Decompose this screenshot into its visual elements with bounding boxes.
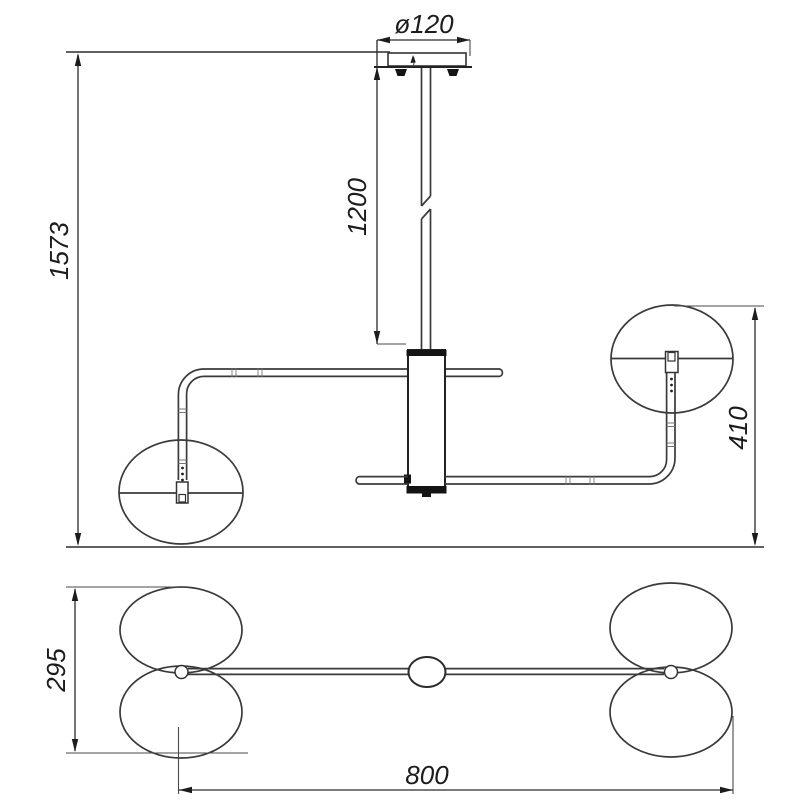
plan-pivot-left [174, 664, 189, 680]
lower-arm-outer-line [445, 373, 676, 485]
arrow-down-icon [74, 533, 82, 546]
dimension-plan-length: 800 [177, 716, 734, 794]
globe-drop-label: 410 [723, 406, 753, 450]
arrow-up-icon [74, 53, 82, 66]
arm-joint-ticks [231, 368, 263, 377]
socket-detail [178, 493, 187, 503]
lower-arm [355, 373, 676, 485]
arrow-left-icon [377, 36, 390, 44]
plan-central-hub [407, 656, 447, 688]
right-globe [610, 304, 734, 414]
arm-joint-ticks [565, 476, 595, 485]
screw-dot [670, 383, 673, 387]
upper-arm-right-stub [445, 368, 504, 378]
upper-arm-outer-line [177, 368, 408, 480]
tube-joint-ticks [666, 422, 675, 447]
suspension-rod [420, 68, 432, 350]
body-bottom-nub [422, 493, 431, 497]
lower-arm-left-stub [355, 475, 408, 485]
body-cylinder [407, 349, 446, 493]
screw-dot [181, 472, 184, 476]
plan-globe-left-bottom [119, 665, 243, 759]
arrow-right-icon [457, 36, 470, 44]
plan-length-label: 800 [405, 760, 449, 790]
arrow-right-icon [720, 786, 733, 794]
mounting-bolt-right [447, 69, 459, 76]
plan-globe-right-top [609, 582, 733, 674]
plan-view: 295 800 [41, 582, 734, 794]
globe-socket [175, 481, 189, 504]
screw-dot [670, 389, 673, 393]
screw-dot [181, 466, 184, 470]
body-bottom-cap [406, 486, 447, 494]
arm-right-segment [446, 667, 664, 676]
body-top-cap [406, 350, 447, 356]
mounting-bolt-left [395, 69, 407, 76]
dimension-stem-length: 1200 [342, 40, 406, 345]
upper-arm-inner-line [185, 375, 408, 480]
plan-globe-right-bottom [609, 666, 733, 758]
tube-joint-ticks [178, 408, 187, 464]
rod-upper-segment [420, 68, 432, 207]
dimension-plan-depth: 295 [41, 586, 248, 754]
arrow-down-icon [373, 331, 381, 344]
arrow-up-icon [373, 67, 381, 80]
stem-length-label: 1200 [342, 178, 372, 236]
canopy-body [387, 52, 467, 67]
screw-dot [181, 478, 184, 482]
central-body [404, 349, 447, 497]
screw-dot [670, 377, 673, 381]
overall-height-label: 1573 [44, 222, 74, 280]
socket-detail [667, 351, 676, 362]
arrow-down-icon [71, 739, 79, 752]
dimension-canopy-diameter: ø120 [377, 9, 471, 56]
plan-cross-arm [188, 667, 664, 676]
canopy-diameter-label: ø120 [394, 9, 454, 39]
arrow-down-icon [751, 533, 759, 546]
arrow-up-icon [71, 588, 79, 601]
left-globe [118, 439, 244, 545]
arrow-left-icon [179, 786, 192, 794]
arm-left-segment [188, 667, 408, 676]
arm-joint-fitting [404, 474, 411, 484]
plan-globe-left-top [119, 586, 243, 674]
plan-depth-label: 295 [41, 648, 71, 693]
arrow-up-icon [751, 307, 759, 320]
upper-arm [177, 368, 504, 480]
front-elevation-view: 1573 ø120 12 [44, 9, 764, 548]
plan-pivot-right [663, 664, 679, 680]
globe-outline [118, 439, 244, 545]
dimension-globe-drop: 410 [674, 305, 764, 546]
rod-lower-segment [420, 208, 432, 350]
canopy-detail-arrow-icon [410, 55, 416, 63]
ceiling-canopy [374, 52, 472, 76]
lower-arm-inner-line [445, 373, 668, 478]
dimension-overall-height: 1573 [44, 53, 82, 546]
